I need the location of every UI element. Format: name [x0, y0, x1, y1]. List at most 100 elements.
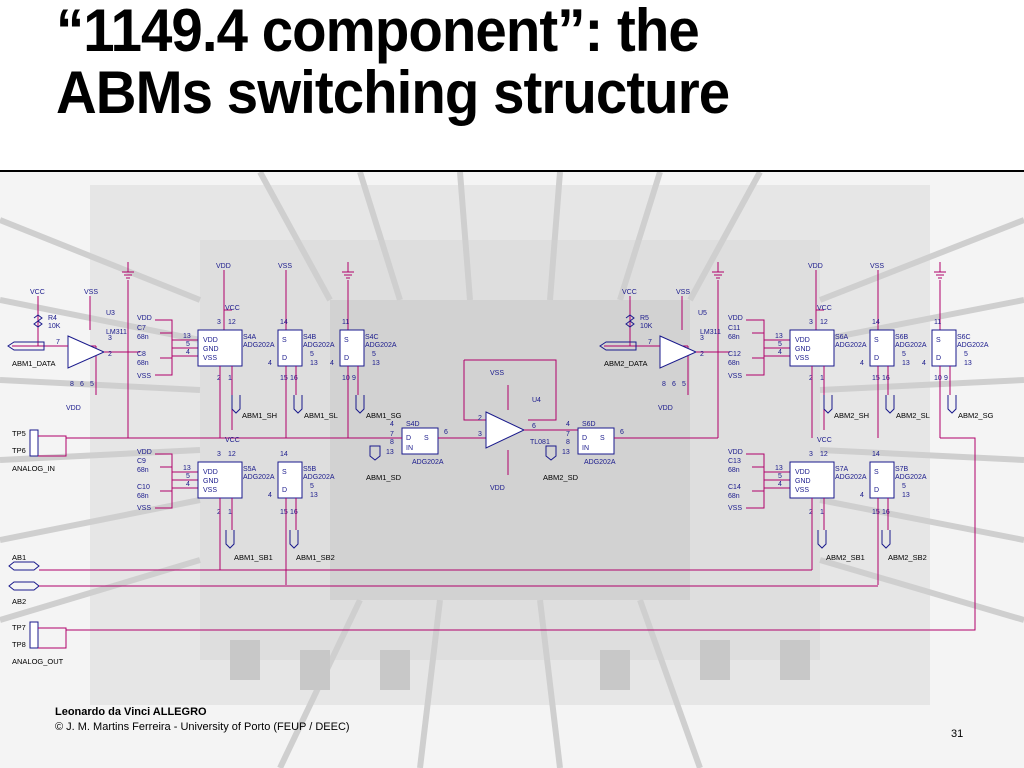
- svg-text:D: D: [874, 355, 879, 362]
- svg-text:ABM1_SD: ABM1_SD: [366, 473, 402, 482]
- svg-text:VDD: VDD: [203, 337, 218, 344]
- svg-text:5: 5: [186, 473, 190, 480]
- svg-text:S: S: [282, 469, 287, 476]
- svg-text:10: 10: [342, 375, 350, 382]
- svg-text:4: 4: [186, 349, 190, 356]
- svg-text:10K: 10K: [640, 323, 653, 330]
- svg-text:ABM2_DATA: ABM2_DATA: [604, 359, 647, 368]
- svg-text:S: S: [344, 337, 349, 344]
- svg-text:C10: C10: [137, 484, 150, 491]
- svg-text:ADG202A: ADG202A: [365, 342, 397, 349]
- svg-text:8: 8: [390, 439, 394, 446]
- svg-text:ABM2_SB1: ABM2_SB1: [826, 553, 865, 562]
- svg-text:15: 15: [872, 509, 880, 516]
- svg-text:7: 7: [648, 339, 652, 346]
- svg-text:7: 7: [56, 339, 60, 346]
- svg-text:2: 2: [217, 509, 221, 516]
- svg-text:ADG202A: ADG202A: [303, 474, 335, 481]
- svg-text:2: 2: [217, 375, 221, 382]
- svg-text:VDD: VDD: [137, 449, 152, 456]
- svg-text:D: D: [344, 355, 349, 362]
- svg-text:8: 8: [70, 381, 74, 388]
- svg-text:D: D: [282, 355, 287, 362]
- svg-text:12: 12: [228, 451, 236, 458]
- svg-text:S: S: [874, 469, 879, 476]
- abm1-control-labels: ABM1_SH ABM1_SL ABM1_SG: [231, 395, 402, 420]
- svg-text:C8: C8: [137, 351, 146, 358]
- svg-text:5: 5: [310, 483, 314, 490]
- svg-text:15: 15: [872, 375, 880, 382]
- title-line-1: “1149.4 component”: the: [56, 0, 700, 64]
- svg-text:S6D: S6D: [582, 421, 596, 428]
- svg-text:14: 14: [872, 319, 880, 326]
- vcc-label: VCC: [30, 289, 45, 296]
- svg-text:D: D: [282, 487, 287, 494]
- svg-text:6: 6: [532, 423, 536, 430]
- abm1-sb-labels: ABM1_SB1 ABM1_SB2: [225, 530, 335, 562]
- svg-text:R4: R4: [48, 315, 57, 322]
- svg-text:ABM2_SD: ABM2_SD: [543, 473, 579, 482]
- svg-text:VDD: VDD: [490, 485, 505, 492]
- svg-text:2: 2: [809, 375, 813, 382]
- footer: Leonardo da Vinci ALLEGRO © J. M. Martin…: [55, 705, 350, 735]
- svg-text:S: S: [600, 435, 605, 442]
- svg-text:9: 9: [944, 375, 948, 382]
- svg-text:D: D: [936, 355, 941, 362]
- svg-text:VSS: VSS: [490, 370, 504, 377]
- svg-text:11: 11: [934, 319, 941, 326]
- svg-text:68n: 68n: [137, 334, 149, 341]
- svg-text:4: 4: [860, 360, 864, 367]
- svg-text:ABM1_SG: ABM1_SG: [366, 411, 402, 420]
- svg-text:S: S: [874, 337, 879, 344]
- svg-text:3: 3: [217, 451, 221, 458]
- svg-text:13: 13: [372, 360, 380, 367]
- svg-text:5: 5: [90, 381, 94, 388]
- svg-text:S: S: [936, 337, 941, 344]
- svg-text:11: 11: [342, 319, 349, 326]
- svg-text:S7B: S7B: [895, 466, 909, 473]
- svg-text:3: 3: [217, 319, 221, 326]
- svg-text:D: D: [874, 487, 879, 494]
- svg-text:VDD: VDD: [728, 315, 743, 322]
- svg-text:ADG202A: ADG202A: [243, 342, 275, 349]
- svg-text:13: 13: [562, 449, 570, 456]
- svg-text:4: 4: [860, 492, 864, 499]
- svg-text:S4A: S4A: [243, 334, 257, 341]
- svg-text:ADG202A: ADG202A: [303, 342, 335, 349]
- vss-label: VSS: [278, 263, 292, 270]
- vss-label: VSS: [84, 289, 98, 296]
- svg-text:ABM2_SH: ABM2_SH: [834, 411, 869, 420]
- svg-text:5: 5: [964, 351, 968, 358]
- svg-text:1: 1: [228, 509, 232, 516]
- svg-text:S: S: [282, 337, 287, 344]
- svg-text:LM311: LM311: [106, 329, 127, 336]
- svg-text:15: 15: [280, 509, 288, 516]
- svg-text:14: 14: [280, 451, 288, 458]
- svg-text:6: 6: [80, 381, 84, 388]
- svg-text:5: 5: [778, 341, 782, 348]
- svg-text:TP5: TP5: [12, 429, 26, 438]
- svg-text:VSS: VSS: [728, 505, 742, 512]
- svg-text:13: 13: [775, 333, 783, 340]
- svg-text:68n: 68n: [137, 360, 149, 367]
- vdd-label: VDD: [216, 263, 231, 270]
- svg-text:13: 13: [902, 492, 910, 499]
- svg-text:68n: 68n: [728, 360, 740, 367]
- svg-text:13: 13: [964, 360, 972, 367]
- svg-text:ABM1_SH: ABM1_SH: [242, 411, 277, 420]
- svg-text:VCC: VCC: [225, 437, 240, 444]
- svg-text:S5B: S5B: [303, 466, 317, 473]
- svg-text:ABM1_SB2: ABM1_SB2: [296, 553, 335, 562]
